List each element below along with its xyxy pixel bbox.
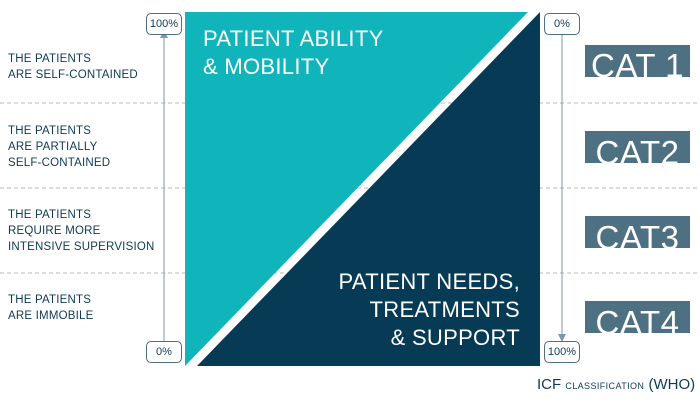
needs-label-line: & SUPPORT [390, 325, 520, 350]
row-label-line: REQUIRE MORE [8, 225, 101, 237]
row-label-line: THE PATIENTS [8, 53, 92, 65]
row-label-line: THE PATIENTS [8, 209, 92, 221]
ability-label-line: & MOBILITY [203, 54, 330, 79]
right-scale-bottom-badge: 100% [544, 341, 580, 363]
needs-label-line: PATIENT NEEDS, [338, 269, 520, 294]
row-label-line: THE PATIENTS [8, 125, 92, 137]
category-badge-1: CAT 1 [585, 45, 690, 77]
row-label-line: ARE SELF-CONTAINED [8, 69, 138, 81]
left-scale-bottom-badge: 0% [146, 341, 182, 363]
right-scale-top-badge: 0% [544, 13, 580, 35]
footnote-small: CLASSIFICATION [565, 381, 645, 391]
down-arrow-icon [558, 334, 566, 342]
needs-triangle [197, 12, 540, 366]
icf-footnote: ICF CLASSIFICATION (WHO) [537, 376, 695, 393]
row-label-line: SELF-CONTAINED [8, 157, 111, 169]
needs-label-line: TREATMENTS [369, 297, 520, 322]
ability-triangle [185, 12, 528, 366]
row-label-line: ARE PARTIALLY [8, 141, 98, 153]
row-label-line: ARE IMMOBILE [8, 310, 94, 322]
row-label-3: THE PATIENTS REQUIRE MORE INTENSIVE SUPE… [8, 207, 158, 255]
row-label-4: THE PATIENTS ARE IMMOBILE [8, 292, 158, 324]
category-badge-2: CAT2 [585, 131, 690, 163]
category-badge-3: CAT3 [585, 216, 690, 248]
row-label-2: THE PATIENTS ARE PARTIALLY SELF-CONTAINE… [8, 123, 158, 171]
row-label-line: INTENSIVE SUPERVISION [8, 241, 155, 253]
row-label-1: THE PATIENTS ARE SELF-CONTAINED [8, 51, 158, 83]
ability-label: PATIENT ABILITY & MOBILITY [203, 25, 384, 81]
footnote-main: ICF [537, 376, 562, 393]
left-scale-top-badge: 100% [146, 13, 182, 35]
footnote-tail: (WHO) [648, 376, 696, 393]
row-label-line: THE PATIENTS [8, 294, 92, 306]
needs-label: PATIENT NEEDS, TREATMENTS & SUPPORT [339, 268, 520, 352]
category-badge-4: CAT4 [585, 301, 690, 333]
ability-label-line: PATIENT ABILITY [203, 26, 384, 51]
